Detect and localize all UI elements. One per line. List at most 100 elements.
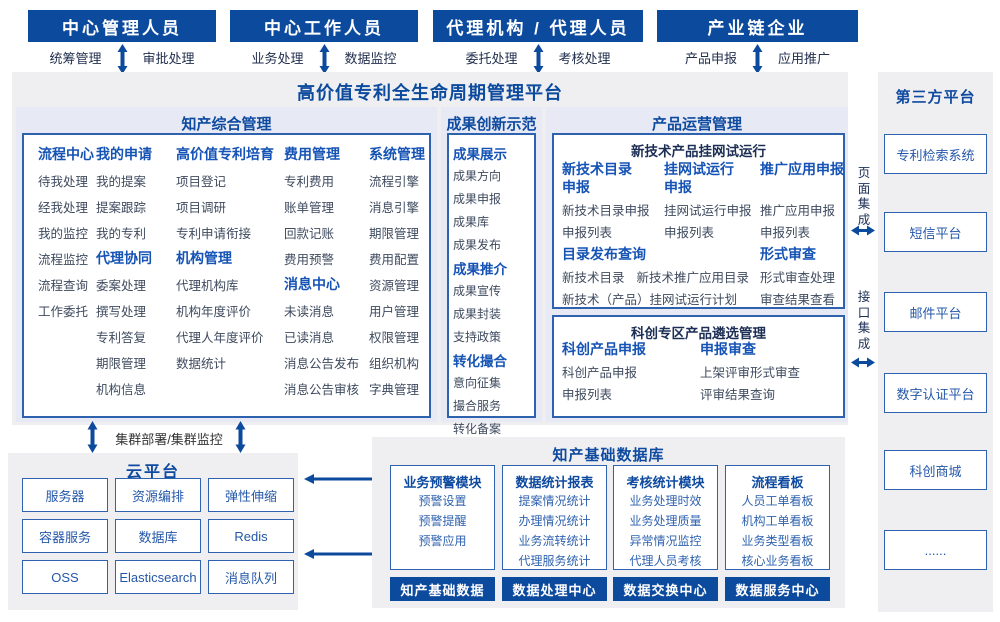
- menu-item: 新技术目录申报: [562, 204, 650, 218]
- menu-item: 支持政策: [453, 330, 502, 344]
- menu-item: 业务处理时效: [629, 494, 702, 508]
- group-items: 科创产品申报申报列表: [562, 362, 646, 406]
- group-kc-product-apply: 科创产品申报 科创产品申报申报列表: [562, 340, 646, 406]
- group-header: 科创产品申报: [562, 341, 646, 357]
- actor-action-label: 统筹管理: [49, 50, 102, 66]
- menu-item: 工作委托: [38, 304, 89, 319]
- actor-sub-1: 业务处理 数据监控: [230, 44, 418, 74]
- achievement-col: 成果展示 成果方向成果申报成果库成果发布 成果推介 成果宣传成果封装支持政策 转…: [453, 141, 507, 440]
- cloud-service-box: 弹性伸缩: [208, 478, 294, 512]
- module-items: 人员工单看板机构工单看板业务类型看板核心业务看板: [726, 491, 829, 571]
- menu-item: 业务流转统计: [518, 534, 591, 548]
- cluster-deploy-monitor-label: 集群部署/集群监控: [115, 432, 223, 447]
- section-items: 意向征集撮合服务转化备案: [453, 371, 507, 440]
- menu-item: 期限管理: [369, 226, 420, 241]
- menu-item: 费用预警: [284, 252, 335, 267]
- menu-item: 撰写处理: [96, 304, 147, 319]
- menu-item: 费用配置: [369, 252, 420, 267]
- module-items: 提案情况统计办理情况统计业务流转统计代理服务统计: [503, 491, 606, 571]
- menu-item: 已读消息: [284, 330, 335, 345]
- menu-item: 成果宣传: [453, 284, 502, 298]
- section-items: 待我处理经我处理我的监控流程监控流程查询工作委托: [38, 167, 94, 323]
- group-header: 申报: [664, 179, 692, 195]
- menu-item: 数据统计: [176, 356, 227, 371]
- group-new-tech-catalog: 新技术目录 申报 新技术目录申报申报列表: [562, 160, 650, 244]
- actor-action-label: 数据监控: [344, 50, 397, 66]
- group-items: 新技术目录新技术推广应用目录新技术（产品）挂网试运行计划: [562, 267, 762, 311]
- group-header: 申报: [562, 179, 590, 195]
- menu-item: 办理情况统计: [518, 514, 591, 528]
- menu-item: 用户管理: [369, 304, 420, 319]
- menu-item: 我的监控: [38, 226, 89, 241]
- group-header: 申报审查: [700, 341, 756, 357]
- platform-title: 高价值专利全生命周期管理平台: [297, 83, 563, 103]
- online-trial-box: [552, 133, 845, 309]
- menu-item: 流程引擎: [369, 174, 420, 189]
- double-arrow-vertical-icon: [751, 44, 764, 74]
- ip-col-5: 系统管理 流程引擎消息引擎期限管理费用配置资源管理用户管理权限管理组织机构字典管…: [369, 141, 425, 401]
- section-items: 项目登记项目调研专利申请衔接: [176, 167, 274, 245]
- group-catalog-query: 目录发布查询 新技术目录新技术推广应用目录新技术（产品）挂网试运行计划: [562, 245, 762, 311]
- menu-item: 人员工单看板: [741, 494, 814, 508]
- double-arrow-vertical-icon: [318, 44, 331, 74]
- third-party-item: 邮件平台: [884, 292, 987, 332]
- menu-item: 代理服务统计: [518, 554, 591, 568]
- third-party-title: 第三方平台: [895, 89, 976, 106]
- menu-item: 预警应用: [418, 534, 467, 548]
- section-header: 我的申请: [96, 146, 152, 162]
- actor-action-label: 委托处理: [465, 50, 518, 66]
- panel-title: 产品运营管理: [651, 116, 742, 133]
- cloud-service-box: 容器服务: [22, 519, 108, 553]
- section-items: 成果方向成果申报成果库成果发布: [453, 164, 507, 256]
- group-items: 新技术目录申报申报列表: [562, 200, 650, 244]
- group-apply-review: 申报审查 上架评审形式审查评审结果查询: [700, 340, 800, 406]
- menu-item: 回款记账: [284, 226, 335, 241]
- menu-item: 代理人年度评价: [176, 330, 264, 345]
- module-header: 流程看板: [751, 475, 804, 490]
- menu-item: 成果方向: [453, 169, 502, 183]
- section-items: 代理机构库机构年度评价代理人年度评价数据统计: [176, 271, 274, 375]
- kc-selection-title: 科创专区产品遴选管理: [631, 326, 766, 341]
- arrow-left-icon: [304, 472, 390, 490]
- module-items: 业务处理时效业务处理质量异常情况监控代理人员考核: [614, 491, 717, 571]
- actor-sub-2: 委托处理 考核处理: [433, 44, 643, 74]
- menu-item: 科创产品申报: [562, 366, 638, 380]
- actor-bar-enterprises: 产业链企业: [657, 10, 858, 42]
- section-items: 成果宣传成果封装支持政策: [453, 279, 507, 348]
- group-formal-review: 形式审查 形式审查处理审查结果查看: [760, 245, 835, 311]
- double-arrow-horizontal-icon: [304, 547, 390, 565]
- ip-col-3: 高价值专利培育 项目登记项目调研专利申请衔接 机构管理 代理机构库机构年度评价代…: [176, 141, 274, 375]
- section-header: 流程中心: [38, 146, 94, 162]
- actor-action-label: 应用推广: [778, 50, 831, 66]
- menu-item: 预警提醒: [418, 514, 467, 528]
- actor-sub-0: 统筹管理 审批处理: [28, 44, 216, 74]
- section-items: 流程引擎消息引擎期限管理费用配置资源管理用户管理权限管理组织机构字典管理: [369, 167, 425, 401]
- actor-bar-center-staff: 中心工作人员: [230, 10, 418, 42]
- double-arrow-vertical-icon: [234, 421, 247, 458]
- menu-item: 项目登记: [176, 174, 227, 189]
- group-header: 新技术目录: [562, 161, 632, 177]
- menu-item: 专利费用: [284, 174, 335, 189]
- module-header: 考核统计模块: [626, 475, 705, 490]
- ip-base-database-title: 知产基础数据库: [552, 447, 665, 464]
- actor-action-label: 审批处理: [142, 50, 195, 66]
- achievement-box: [447, 133, 536, 418]
- menu-item: 期限管理: [96, 356, 147, 371]
- ip-col-1: 流程中心 待我处理经我处理我的监控流程监控流程查询工作委托: [38, 141, 94, 323]
- section-header: 成果展示: [453, 146, 507, 162]
- menu-item: 业务处理质量: [629, 514, 702, 528]
- menu-item: 评审结果查询: [700, 388, 776, 402]
- actor-action-label: 考核处理: [558, 50, 611, 66]
- actor-bar-agencies: 代理机构 / 代理人员: [433, 10, 643, 42]
- menu-item: 代理机构库: [176, 278, 239, 293]
- double-arrow-horizontal-icon: [851, 224, 875, 242]
- menu-item: 代理人员考核: [629, 554, 702, 568]
- section-header: 消息中心: [284, 276, 340, 292]
- menu-item: 字典管理: [369, 382, 420, 397]
- group-header: 推广应用申报: [760, 161, 844, 177]
- menu-item: 申报列表: [760, 226, 811, 240]
- menu-item: 挂网试运行申报: [664, 204, 752, 218]
- menu-item: 机构工单看板: [741, 514, 814, 528]
